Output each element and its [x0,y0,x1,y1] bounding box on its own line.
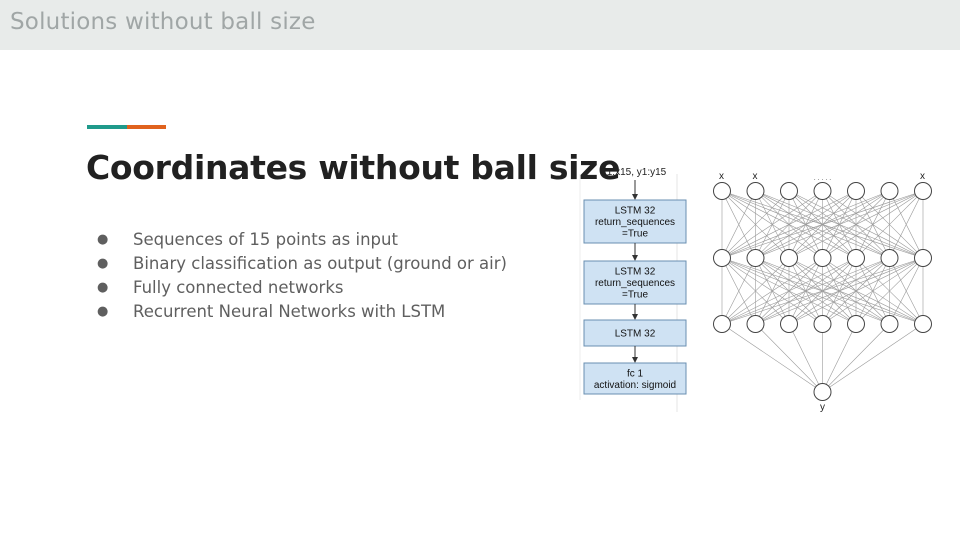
lstm-layer-label: LSTM 32 [615,206,656,217]
bullet-dot-icon: ● [97,280,109,295]
network-node [847,249,865,267]
network-edge [822,257,924,325]
lstm-layer-label: return_sequences [595,217,675,228]
network-ellipsis: . . . . . [814,175,832,182]
dense-network-figure: x x x . . . . . y [713,171,932,413]
bullet-text: Sequences of 15 points as input [133,230,398,249]
network-edge [721,323,823,393]
network-edge [788,190,924,259]
lstm-layer-label: =True [622,229,648,240]
network-node [746,249,765,267]
slide-header-bar: Solutions without ball size [0,0,960,50]
network-edges [721,190,924,393]
lstm-architecture-figure: x1:x15, y1:y15 LSTM 32return_sequences=T… [579,167,687,412]
network-edge [721,257,756,325]
lstm-layer-label: LSTM 32 [615,267,656,278]
network-edge [721,190,924,259]
network-node [914,315,932,333]
network-node [813,182,832,200]
network-edge [721,257,924,325]
bullet-item: ● Binary classification as output (ground… [97,252,507,276]
slide-heading: Coordinates without ball size [86,148,621,187]
lstm-layer-box [583,362,687,395]
network-node [880,249,899,267]
lstm-layer-box [583,199,687,244]
network-node [746,315,765,333]
network-node [914,249,932,267]
network-node [780,315,798,333]
network-edge [822,190,924,259]
network-edge [822,323,924,393]
accent-bar-teal [87,125,127,129]
network-edge [755,257,924,325]
network-node [847,182,865,200]
network-node [914,182,932,200]
network-edge [721,257,857,325]
bullet-text: Fully connected networks [133,278,344,297]
network-edge [721,257,890,325]
network-node [780,182,798,200]
network-edge [855,257,924,325]
network-edge [721,190,790,259]
network-node [746,182,765,200]
network-labels: x x x . . . . . y [719,171,925,413]
network-edge [721,190,890,259]
bullet-dot-icon: ● [97,304,109,319]
network-edge [721,190,756,259]
network-edge [788,323,823,393]
network-input-label: x [753,171,758,182]
lstm-layer-label: =True [622,290,648,301]
bullet-text: Binary classification as output (ground … [133,254,507,273]
network-edge [855,190,924,259]
slide-header-title: Solutions without ball size [10,9,316,35]
lstm-layer-label: return_sequences [595,278,675,289]
bullet-item: ● Sequences of 15 points as input [97,228,507,252]
network-node [780,249,798,267]
network-edge [721,257,790,325]
network-node [880,182,899,200]
bullet-list: ● Sequences of 15 points as input ● Binary… [97,228,507,324]
accent-bar-orange [127,125,166,129]
bullet-dot-icon: ● [97,256,109,271]
network-edge [755,190,924,259]
lstm-layer-label: fc 1 [627,368,644,379]
network-node [813,315,832,333]
lstm-layer-box [583,319,687,347]
network-edge [889,257,924,325]
network-input-label: x [920,171,925,182]
network-edge [822,323,890,393]
bullet-item: ● Recurrent Neural Networks with LSTM [97,300,507,324]
network-edge [721,257,823,325]
network-edge [889,190,924,259]
bullet-text: Recurrent Neural Networks with LSTM [133,302,446,321]
network-edge [721,190,823,259]
network-node [847,315,865,333]
network-edge [788,257,924,325]
network-edge [755,323,823,393]
network-nodes [713,182,932,401]
lstm-layer-label: LSTM 32 [615,329,656,340]
bullet-dot-icon: ● [97,232,109,247]
network-node [813,383,832,401]
network-node [713,249,731,267]
network-node [713,315,731,333]
network-input-label: x [719,171,724,182]
network-edge [822,323,857,393]
network-node [713,182,731,200]
network-node [813,249,832,267]
lstm-layer-label: activation: sigmoid [594,380,676,391]
network-edge [721,190,857,259]
network-node [880,315,899,333]
lstm-input-label: x1:x15, y1:y15 [602,167,667,178]
bullet-item: ● Fully connected networks [97,276,507,300]
network-output-label: y [820,402,825,413]
